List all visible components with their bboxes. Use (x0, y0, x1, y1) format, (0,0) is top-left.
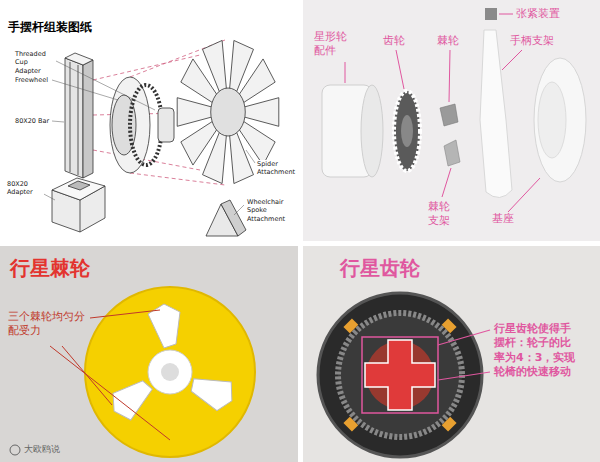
part-label: 齿轮 (383, 34, 413, 48)
spoke-attachment-side (221, 200, 246, 236)
spider-hub (211, 88, 246, 136)
panel-ground (0, 246, 298, 462)
tensioner-part (485, 8, 497, 20)
cross-coupling (365, 340, 435, 410)
part-label: Threaded Cup Adapter (14, 50, 56, 75)
part-label: Wheelchair Spoke Attachment (246, 198, 298, 223)
bar-groove (78, 65, 79, 175)
freewheel-disk (110, 77, 150, 173)
bar-top (65, 53, 93, 65)
base-face (538, 82, 566, 158)
part-label: 基座 (492, 212, 522, 226)
bar-front (65, 58, 83, 178)
spider-arm (238, 59, 275, 103)
callout-note: 三个棘轮均匀分配受力 (8, 310, 88, 339)
leader-line (52, 80, 118, 100)
spider-arm (229, 131, 253, 184)
leader-line (502, 50, 522, 70)
spider-arm (243, 98, 278, 127)
threaded-cup (158, 108, 174, 142)
part-label: Spider Attachment (256, 160, 298, 177)
ratchet-hub (148, 350, 192, 394)
part-label: 80X20 Bar (14, 117, 50, 125)
panel-ground (0, 0, 298, 241)
gear-housing (318, 293, 482, 457)
spider-arm (181, 121, 218, 165)
gear-hub (401, 115, 413, 147)
part-label: 棘轮支架 (428, 200, 454, 229)
leader-line (499, 14, 513, 15)
leader-line (52, 121, 64, 122)
planet-bracket (343, 318, 358, 333)
part-render (322, 8, 586, 212)
leader-line (396, 50, 404, 89)
bar-side (83, 60, 93, 178)
part-label: Freewheel (14, 76, 49, 84)
panel-title: 行星棘轮 (10, 255, 120, 281)
part-label: 张紧装置 (516, 7, 576, 21)
planet-bracket (343, 417, 358, 432)
ratchet-part (440, 104, 458, 126)
gear-photo (318, 293, 490, 457)
bar-groove (70, 62, 71, 172)
panel-title: 手摆杆组装图纸 (8, 20, 148, 36)
part-label: 棘轮 (437, 34, 467, 48)
part-label: 手柄支架 (510, 34, 560, 48)
leader-line (438, 372, 490, 380)
panel-ground (303, 0, 600, 241)
part-label: 星形轮配件 (314, 30, 350, 59)
panel-ground (303, 246, 600, 462)
ring-gear (338, 313, 462, 437)
adapter-edge (80, 200, 81, 232)
ratchet-axle (161, 363, 179, 381)
exploded-drawing (40, 40, 279, 236)
highlight-box (362, 337, 438, 413)
leader-line (90, 310, 160, 318)
part-label: 80X20 Adapter (6, 180, 44, 197)
handle-bracket-part (480, 30, 512, 198)
leader-line (438, 330, 490, 345)
ratchet-pawls (106, 304, 240, 425)
star-wheel-face (361, 85, 383, 177)
leader-line (40, 60, 255, 215)
leader-line (508, 178, 540, 212)
ratchet-bracket-part (444, 140, 460, 166)
adapter-slot (68, 181, 90, 190)
leader-line (234, 205, 244, 215)
panel-title: 行星齿轮 (340, 255, 450, 281)
leader-line (438, 330, 490, 380)
leader-line (442, 168, 451, 197)
sun-gear (366, 341, 434, 409)
leader-line (449, 50, 450, 102)
assembly-dash-line (93, 40, 230, 185)
adapter-top (52, 178, 105, 200)
leader-line (345, 62, 346, 83)
leader-line (50, 346, 170, 440)
leader-line (246, 150, 255, 163)
callout-note: 行星齿轮使得手摆杆：轮子的比率为4：3，实现轮椅的快速移动 (494, 322, 576, 379)
ratchet-pawl (186, 365, 240, 415)
planet-bracket (442, 318, 457, 333)
planet-parts (343, 318, 456, 431)
planet-bracket (442, 417, 457, 432)
watermark-icon (10, 445, 20, 455)
spider-arm (177, 98, 212, 127)
base-part (534, 58, 586, 182)
freewheel-teeth (130, 85, 162, 165)
watermark: 大欧鸥说 (24, 444, 84, 456)
leader-line (50, 310, 170, 440)
spider-arm (203, 40, 227, 93)
yellow-disk (85, 287, 255, 457)
gear-part (394, 91, 420, 171)
